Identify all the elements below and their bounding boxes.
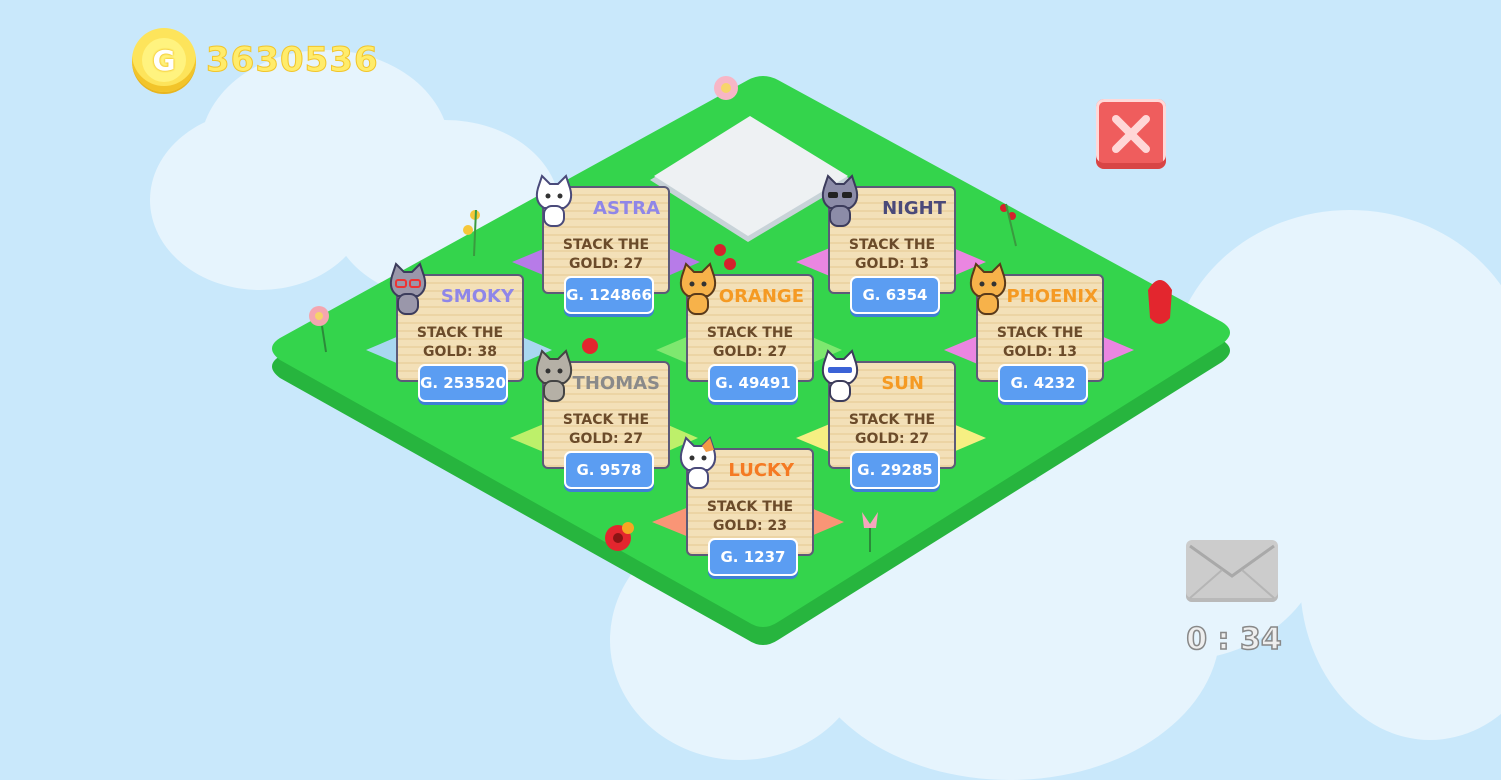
tabby-cat-icon <box>535 349 573 402</box>
price-button[interactable]: G. 49491 <box>708 364 798 402</box>
task-line: GOLD: 13 <box>1003 344 1077 360</box>
card-task: STACK THE GOLD: 27 <box>544 188 668 274</box>
card-name: PHOENIX <box>1006 286 1099 307</box>
card-task: STACK THE GOLD: 38 <box>398 276 522 362</box>
price-button[interactable]: G. 124866 <box>564 276 654 314</box>
card-task: STACK THE GOLD: 27 <box>830 363 954 449</box>
grey-cat-sunglasses-icon <box>821 174 859 227</box>
price-button[interactable]: G. 1237 <box>708 538 798 576</box>
cat-card[interactable]: LUCKY STACK THE GOLD: 23 G. 1237 <box>679 436 814 576</box>
task-line: GOLD: 38 <box>423 344 497 360</box>
card-name: NIGHT <box>882 198 946 219</box>
coin-letter: G <box>142 38 186 82</box>
card-task: STACK THE GOLD: 27 <box>544 363 668 449</box>
card-name: ASTRA <box>593 198 660 219</box>
calico-cat-icon <box>821 349 859 402</box>
task-line: STACK THE <box>562 412 650 428</box>
price-button[interactable]: G. 29285 <box>850 451 940 489</box>
close-button[interactable] <box>1096 99 1166 169</box>
task-line: STACK THE <box>416 325 504 341</box>
white-cat-icon <box>535 174 573 227</box>
card-panel: ORANGE STACK THE GOLD: 27 G. 49491 <box>686 274 814 402</box>
cat-card[interactable]: ORANGE STACK THE GOLD: 27 G. 49491 <box>679 262 814 402</box>
task-line: GOLD: 27 <box>569 431 643 447</box>
task-line: STACK THE <box>706 499 794 515</box>
orange-cat-icon <box>969 262 1007 315</box>
close-icon <box>1112 115 1150 153</box>
card-panel: ASTRA STACK THE GOLD: 27 G. 124866 <box>542 186 670 314</box>
gold-total: 3630536 <box>206 40 379 81</box>
task-line: STACK THE <box>848 237 936 253</box>
card-panel: LUCKY STACK THE GOLD: 23 G. 1237 <box>686 448 814 576</box>
cat-card[interactable]: THOMAS STACK THE GOLD: 27 G. 9578 <box>535 349 670 489</box>
card-name: LUCKY <box>728 460 794 481</box>
cloud <box>1300 420 1501 740</box>
card-task: STACK THE GOLD: 23 <box>688 450 812 536</box>
gold-counter: G 3630536 <box>132 28 379 92</box>
task-line: STACK THE <box>848 412 936 428</box>
card-task: STACK THE GOLD: 13 <box>830 188 954 274</box>
task-line: GOLD: 27 <box>855 431 929 447</box>
cat-card[interactable]: SMOKY STACK THE GOLD: 38 G. 253520 <box>389 262 524 402</box>
orange-cat-icon <box>679 262 717 315</box>
cat-card[interactable]: NIGHT STACK THE GOLD: 13 G. 6354 <box>821 174 956 314</box>
price-button[interactable]: G. 9578 <box>564 451 654 489</box>
price-button[interactable]: G. 4232 <box>998 364 1088 402</box>
card-name: SUN <box>881 373 924 394</box>
task-line: STACK THE <box>996 325 1084 341</box>
card-task: STACK THE GOLD: 13 <box>978 276 1102 362</box>
card-name: SMOKY <box>440 286 514 307</box>
calico-cat-icon <box>679 436 717 489</box>
cat-card[interactable]: ASTRA STACK THE GOLD: 27 G. 124866 <box>535 174 670 314</box>
card-panel: NIGHT STACK THE GOLD: 13 G. 6354 <box>828 186 956 314</box>
mail-button[interactable] <box>1186 540 1278 602</box>
task-line: GOLD: 13 <box>855 256 929 272</box>
card-name: THOMAS <box>572 373 660 394</box>
mail-timer: 0 : 34 <box>1185 621 1282 658</box>
grey-cat-glasses-icon <box>389 262 427 315</box>
price-button[interactable]: G. 253520 <box>418 364 508 402</box>
task-line: GOLD: 27 <box>713 344 787 360</box>
card-name: ORANGE <box>718 286 804 307</box>
price-button[interactable]: G. 6354 <box>850 276 940 314</box>
task-line: STACK THE <box>562 237 650 253</box>
envelope-icon <box>1189 544 1275 599</box>
gold-coin-icon: G <box>132 28 196 92</box>
flower-decoration <box>309 76 1172 552</box>
cat-card[interactable]: SUN STACK THE GOLD: 27 G. 29285 <box>821 349 956 489</box>
card-panel: SUN STACK THE GOLD: 27 G. 29285 <box>828 361 956 489</box>
task-line: GOLD: 27 <box>569 256 643 272</box>
task-line: GOLD: 23 <box>713 518 787 534</box>
cat-card[interactable]: PHOENIX STACK THE GOLD: 13 G. 4232 <box>969 262 1104 402</box>
card-task: STACK THE GOLD: 27 <box>688 276 812 362</box>
task-line: STACK THE <box>706 325 794 341</box>
